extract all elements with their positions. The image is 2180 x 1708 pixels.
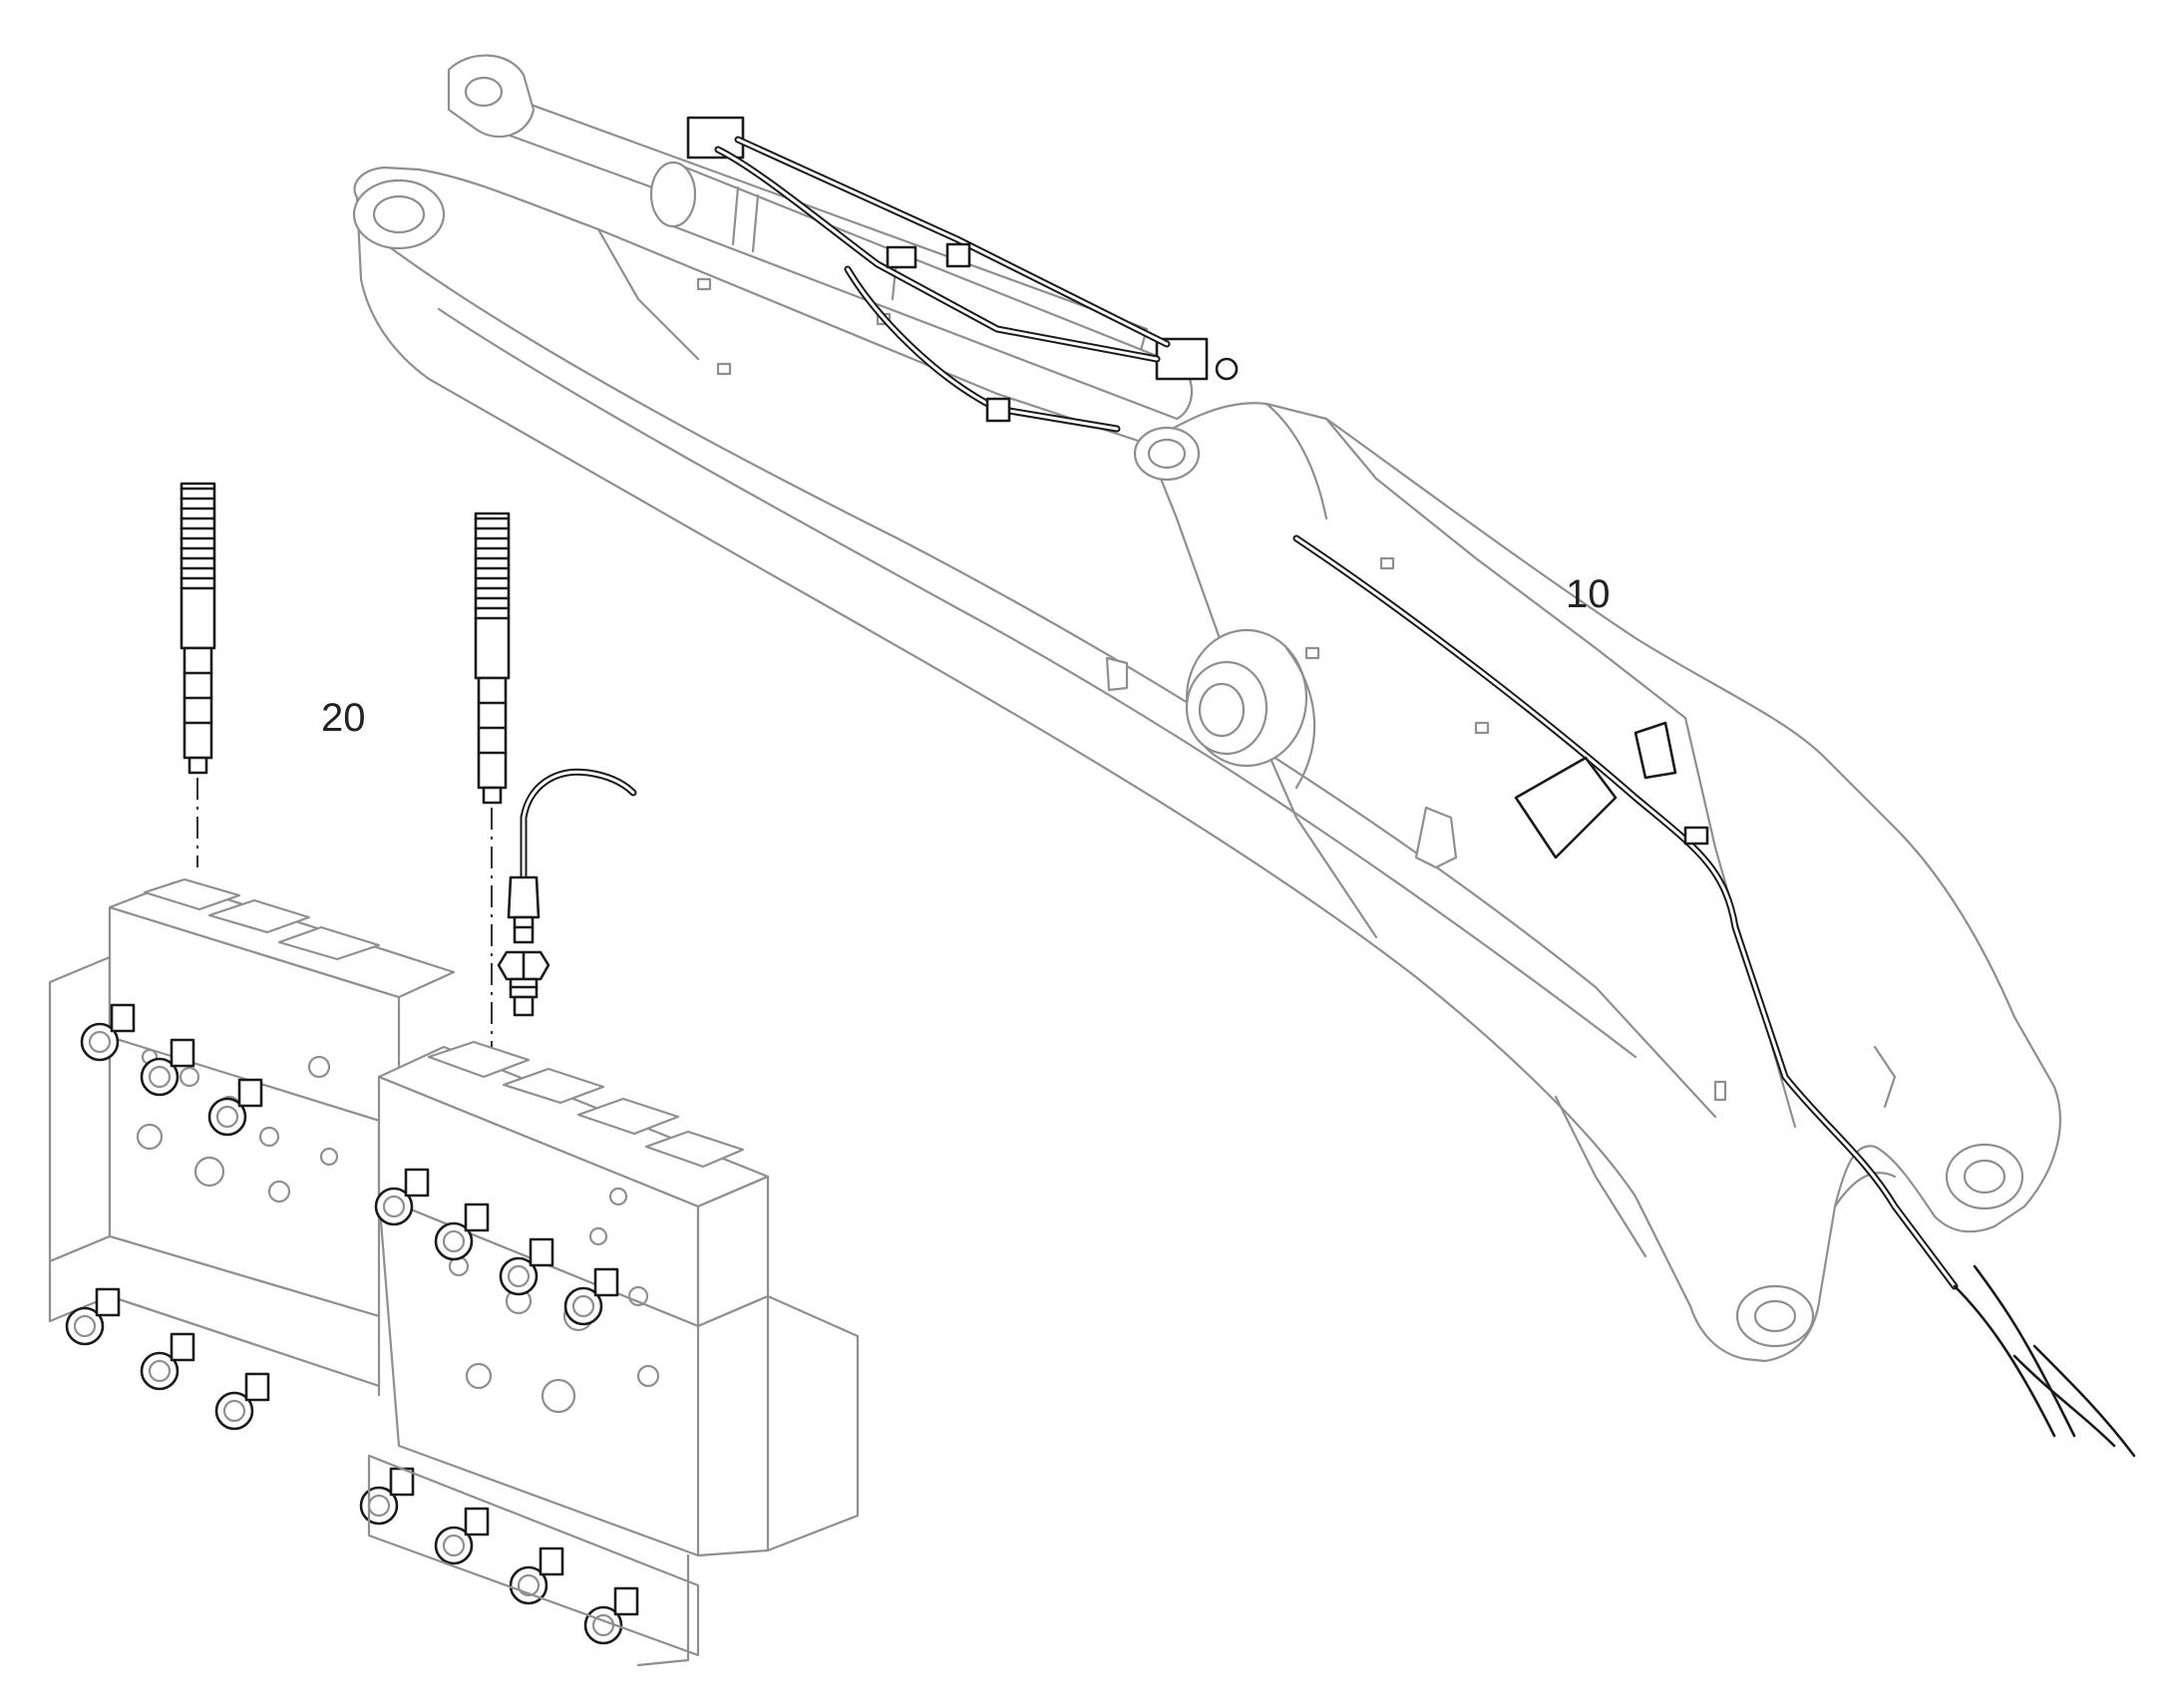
relief-valve-cartridges <box>180 482 511 1047</box>
callout-valve-assembly: 20 <box>321 696 366 740</box>
boom-body <box>353 166 2061 1363</box>
solenoid-row-upper <box>80 1003 619 1326</box>
control-valve-block <box>48 877 860 1667</box>
cartridge-left <box>180 482 216 775</box>
sensor-hose-fittings <box>497 768 637 1017</box>
boom-tube-line <box>1292 534 2136 1458</box>
solenoid-row-lower <box>65 1287 639 1645</box>
callout-boom-assembly: 10 <box>1566 572 1611 616</box>
cylinder-hoses <box>714 136 1171 433</box>
cartridge-right <box>474 512 511 805</box>
boom-assembly <box>352 166 2061 1363</box>
